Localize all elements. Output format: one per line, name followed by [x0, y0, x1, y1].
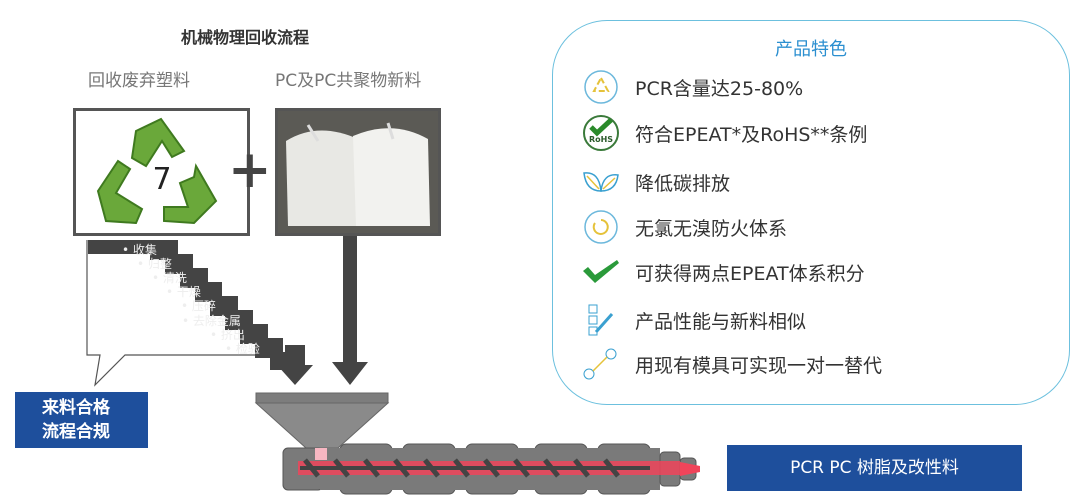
virgin-material-label: PC及PC共聚物新料 [275, 71, 422, 91]
down-arrow-left [277, 345, 313, 385]
checklist-icon [581, 302, 621, 338]
recycle-number: 7 [152, 162, 171, 197]
feature-item: RoHS 符合EPEAT*及RoHS**条例 [581, 115, 867, 151]
recycle-symbol-image: 7 [73, 108, 250, 236]
recycled-plastic-label: 回收废弃塑料 [88, 71, 190, 91]
material-bags-image [275, 108, 441, 236]
process-step: • 压碎 [181, 299, 216, 313]
rohs-icon: RoHS [581, 115, 621, 151]
a-to-b-icon [581, 346, 621, 382]
feature-item: 降低碳排放 [581, 164, 730, 200]
process-step: • 检验 [225, 342, 260, 356]
compliance-box: 来料合格 流程合规 [15, 392, 148, 448]
feature-item: 无氯无溴防火体系 [581, 209, 787, 245]
process-step: • 归整 [137, 257, 172, 271]
process-step: • 挤出 [210, 328, 245, 342]
down-arrow-right [332, 236, 368, 385]
speech-bubble [86, 240, 300, 387]
output-product-box: PCR PC 树脂及改性料 [727, 445, 1022, 491]
feature-item: 产品性能与新料相似 [581, 302, 806, 338]
svg-text:RoHS: RoHS [589, 135, 613, 144]
hopper [254, 392, 390, 449]
compliance-line: 流程合规 [42, 422, 110, 442]
epeat-check-icon [581, 254, 621, 290]
recycle-icon [581, 69, 621, 105]
process-title: 机械物理回收流程 [180, 28, 309, 47]
leaf-icon [581, 164, 621, 200]
staircase [88, 240, 300, 370]
cycle-icon [581, 209, 621, 245]
compliance-line: 来料合格 [42, 398, 110, 418]
extruder-barrel [282, 443, 700, 495]
process-step: • 收集 [122, 243, 157, 257]
plus-sign: + [228, 140, 272, 200]
process-step: • 干燥 [166, 285, 201, 299]
features-title: 产品特色 [775, 39, 847, 60]
process-step: • 去除金属 [182, 314, 241, 328]
feature-item: 用现有模具可实现一对一替代 [581, 346, 882, 382]
process-step: • 清洗 [152, 271, 187, 285]
feature-item: PCR含量达25-80% [581, 69, 803, 105]
features-panel: 产品特色 PCR含量达25-80% RoHS 符合EPEAT*及RoHS**条例… [552, 20, 1070, 405]
feature-item: 可获得两点EPEAT体系积分 [581, 254, 865, 290]
